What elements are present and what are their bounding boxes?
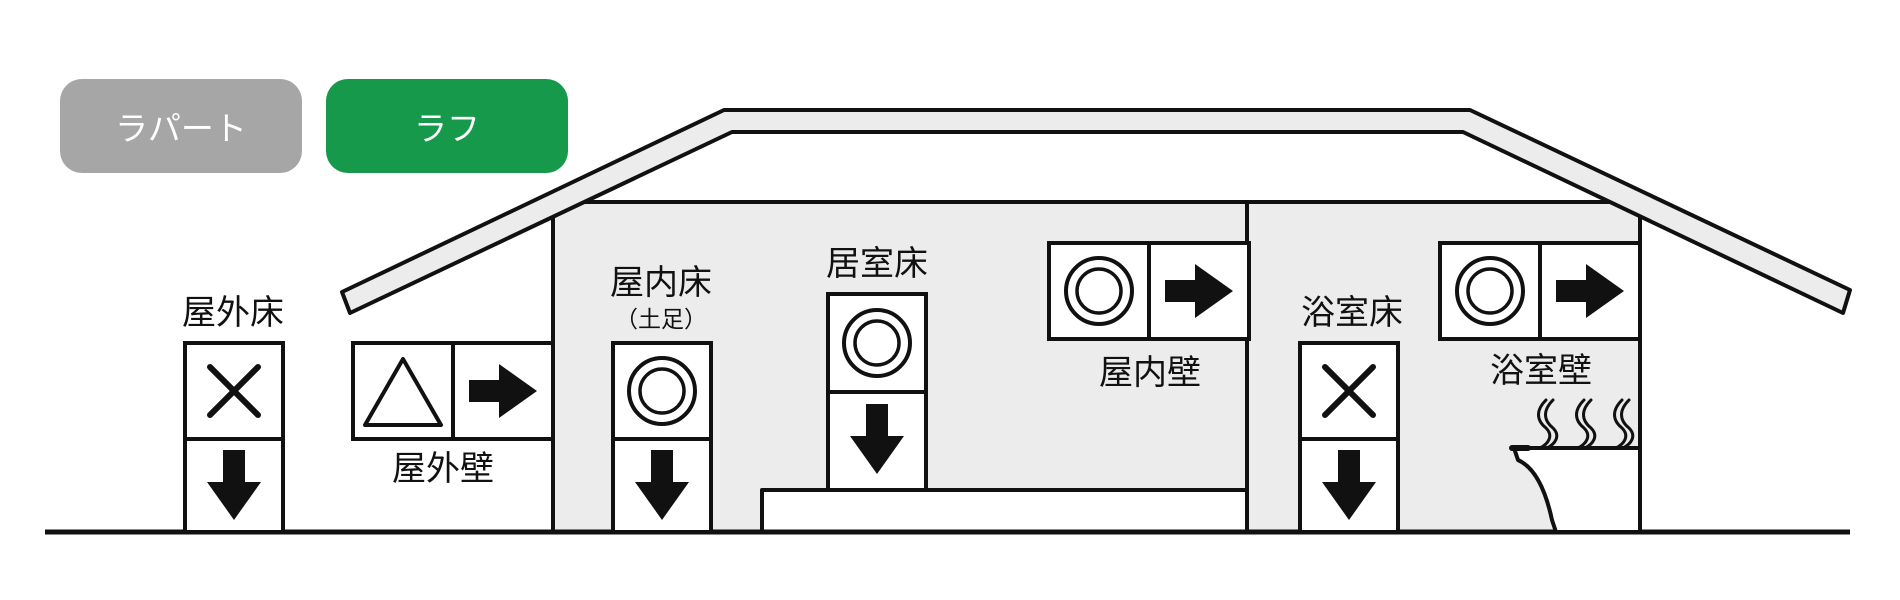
outdoor-floor-panel: 屋外床 (182, 293, 285, 534)
outdoor-wall-panel: 屋外壁 (351, 341, 555, 489)
room-floor-label: 居室床 (826, 244, 928, 284)
steam-icon (1537, 398, 1635, 450)
bath-floor-panel: 浴室床 (1298, 293, 1403, 534)
indoor-wall-panel: 屋内壁 (1047, 241, 1251, 393)
outdoor-wall-label: 屋外壁 (392, 449, 494, 489)
indoor-floor-label: 屋内床 (610, 263, 712, 303)
bath-wall-label: 浴室壁 (1490, 351, 1592, 391)
outdoor-floor-label: 屋外床 (182, 293, 284, 333)
indoor-wall-label: 屋内壁 (1099, 353, 1201, 393)
bath-wall-panel: 浴室壁 (1438, 241, 1642, 391)
bath-floor-label: 浴室床 (1301, 293, 1403, 333)
roof (340, 108, 1852, 315)
tab-rapato[interactable]: ラパート (60, 79, 302, 173)
bathtub-icon (1509, 445, 1642, 534)
room-floor-panel: 居室床 (826, 244, 928, 492)
indoor-floor-sublabel: （土足） (615, 307, 707, 333)
tab-rafu[interactable]: ラフ (326, 79, 568, 173)
indoor-floor-panel: 屋内床 （土足） (610, 263, 713, 534)
